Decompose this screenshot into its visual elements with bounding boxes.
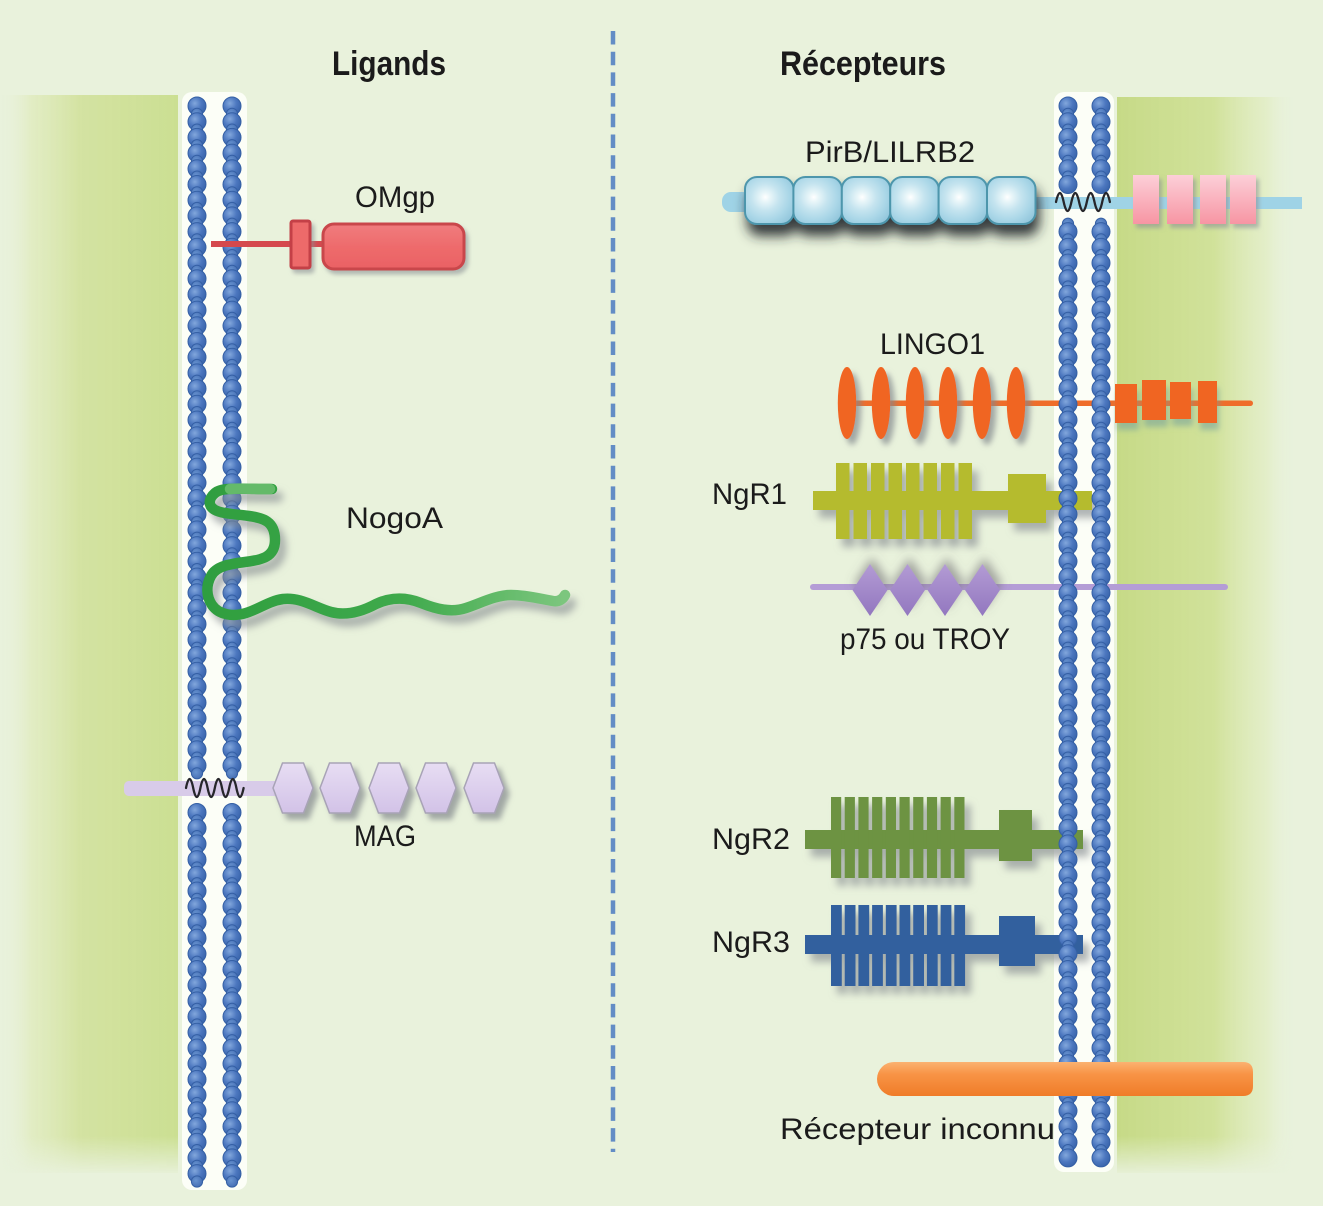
- svg-text:Récepteur inconnu: Récepteur inconnu: [780, 1113, 1055, 1146]
- svg-text:OMgp: OMgp: [355, 181, 435, 214]
- svg-text:NogoA: NogoA: [346, 502, 443, 535]
- svg-text:NgR2: NgR2: [712, 823, 790, 856]
- svg-text:NgR1: NgR1: [712, 478, 787, 511]
- svg-text:Ligands: Ligands: [332, 45, 446, 83]
- svg-text:PirB/LILRB2: PirB/LILRB2: [805, 136, 975, 169]
- svg-text:p75 ou TROY: p75 ou TROY: [840, 623, 1010, 656]
- svg-text:MAG: MAG: [354, 820, 416, 853]
- svg-text:NgR3: NgR3: [712, 926, 790, 959]
- svg-text:LINGO1: LINGO1: [880, 328, 985, 361]
- svg-text:Récepteurs: Récepteurs: [780, 45, 946, 83]
